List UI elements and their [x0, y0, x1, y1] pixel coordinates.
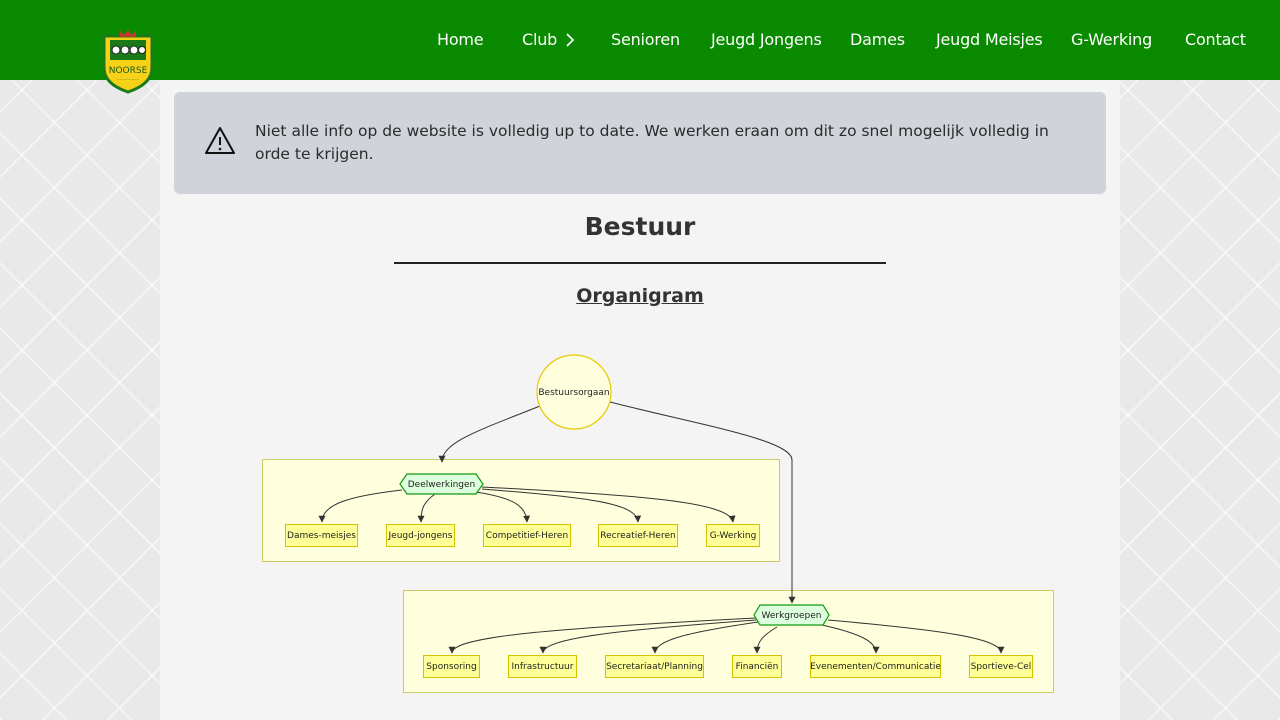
- page-title: Bestuur: [584, 212, 696, 241]
- node-deelwerkingen: [399, 473, 484, 495]
- cluster-werkgroepen: [403, 590, 1054, 693]
- nav-home[interactable]: Home: [437, 30, 484, 49]
- logo-text: NOORSE: [109, 66, 148, 76]
- leaf-label: Recreatief-Heren: [600, 531, 675, 541]
- nav-contact[interactable]: Contact: [1185, 30, 1246, 49]
- top-navbar: NOORSE ~~~~~~~~~ Home Club Senioren Jeug…: [0, 0, 1280, 94]
- warning-triangle-icon: [205, 127, 235, 154]
- main-content: Niet alle info op de website is volledig…: [160, 80, 1120, 720]
- leaf-jeugd-jongens: [386, 524, 455, 547]
- edge-werkgroepen-sponsoring: [448, 617, 757, 654]
- alert-text: Niet alle info op de website is volledig…: [255, 122, 1049, 163]
- leaf-sportieve-cel: [969, 655, 1033, 678]
- edge-werkgroepen-sportieve-cel: [827, 619, 1005, 654]
- leaf-label: Sponsoring: [426, 662, 476, 672]
- leaf-label: Infrastructuur: [512, 662, 574, 672]
- title-divider: [394, 262, 886, 264]
- club-logo[interactable]: NOORSE ~~~~~~~~~: [100, 28, 156, 94]
- edge-deelwerkingen-g-werking: [481, 486, 736, 523]
- organigram-diagram: Bestuursorgaan Deelwerkingen Werkgroepen…: [262, 354, 1054, 693]
- nav-club[interactable]: Club: [522, 30, 558, 49]
- leaf-infrastructuur: [508, 655, 577, 678]
- svg-text:~~~~~~~~~: ~~~~~~~~~: [117, 77, 140, 81]
- chevron-right-icon[interactable]: [565, 33, 575, 47]
- leaf-label: Jeugd-jongens: [388, 531, 453, 541]
- leaf-label: Sportieve-Cel: [971, 662, 1032, 672]
- leaf-sponsoring: [423, 655, 480, 678]
- main-nav: Home Club Senioren Jeugd Jongens Dames J…: [0, 0, 1280, 80]
- leaf-financien: [732, 655, 782, 678]
- nav-senioren[interactable]: Senioren: [611, 30, 680, 49]
- leaf-recreatief-heren: [598, 524, 678, 547]
- leaf-evenementen-communicatie: [810, 655, 941, 678]
- node-bestuursorgaan: [536, 354, 612, 430]
- nav-jeugd-jongens[interactable]: Jeugd Jongens: [711, 30, 822, 49]
- node-bestuursorgaan-label: Bestuursorgaan: [538, 388, 609, 398]
- edge-werkgroepen-secretariaat: [651, 621, 759, 654]
- leaf-label: Evenementen/Communicatie: [810, 662, 941, 672]
- section-subtitle: Organigram: [576, 285, 704, 307]
- edge-deelwerkingen-dames-meisjes: [318, 489, 403, 523]
- edge-werkgroepen-financien: [753, 626, 778, 654]
- leaf-label: Dames-meisjes: [287, 531, 356, 541]
- leaf-competitief-heren: [483, 524, 571, 547]
- edge-deelwerkingen-recreatief-heren: [481, 488, 642, 523]
- edge-root-deelwerkingen: [438, 405, 541, 463]
- nav-dames[interactable]: Dames: [850, 30, 905, 49]
- node-werkgroepen-label: Werkgroepen: [761, 611, 821, 621]
- edge-deelwerkingen-competitief-heren: [475, 491, 531, 523]
- leaf-dames-meisjes: [285, 524, 358, 547]
- edge-werkgroepen-evenementen: [821, 624, 880, 654]
- leaf-label: Competitief-Heren: [486, 531, 568, 541]
- node-werkgroepen: [753, 604, 830, 626]
- edge-werkgroepen-infrastructuur: [539, 619, 757, 654]
- nav-g-werking[interactable]: G-Werking: [1071, 30, 1153, 49]
- info-alert: Niet alle info op de website is volledig…: [174, 92, 1106, 194]
- edge-deelwerkingen-jeugd-jongens: [417, 493, 436, 523]
- leaf-label: Secretariaat/Planning: [606, 662, 703, 672]
- leaf-label: Financiën: [736, 662, 779, 672]
- node-deelwerkingen-label: Deelwerkingen: [408, 480, 475, 490]
- nav-jeugd-meisjes[interactable]: Jeugd Meisjes: [936, 30, 1043, 49]
- edge-root-werkgroepen: [609, 401, 796, 604]
- leaf-label: G-Werking: [710, 531, 757, 541]
- leaf-g-werking: [706, 524, 760, 547]
- leaf-secretariaat-planning: [605, 655, 704, 678]
